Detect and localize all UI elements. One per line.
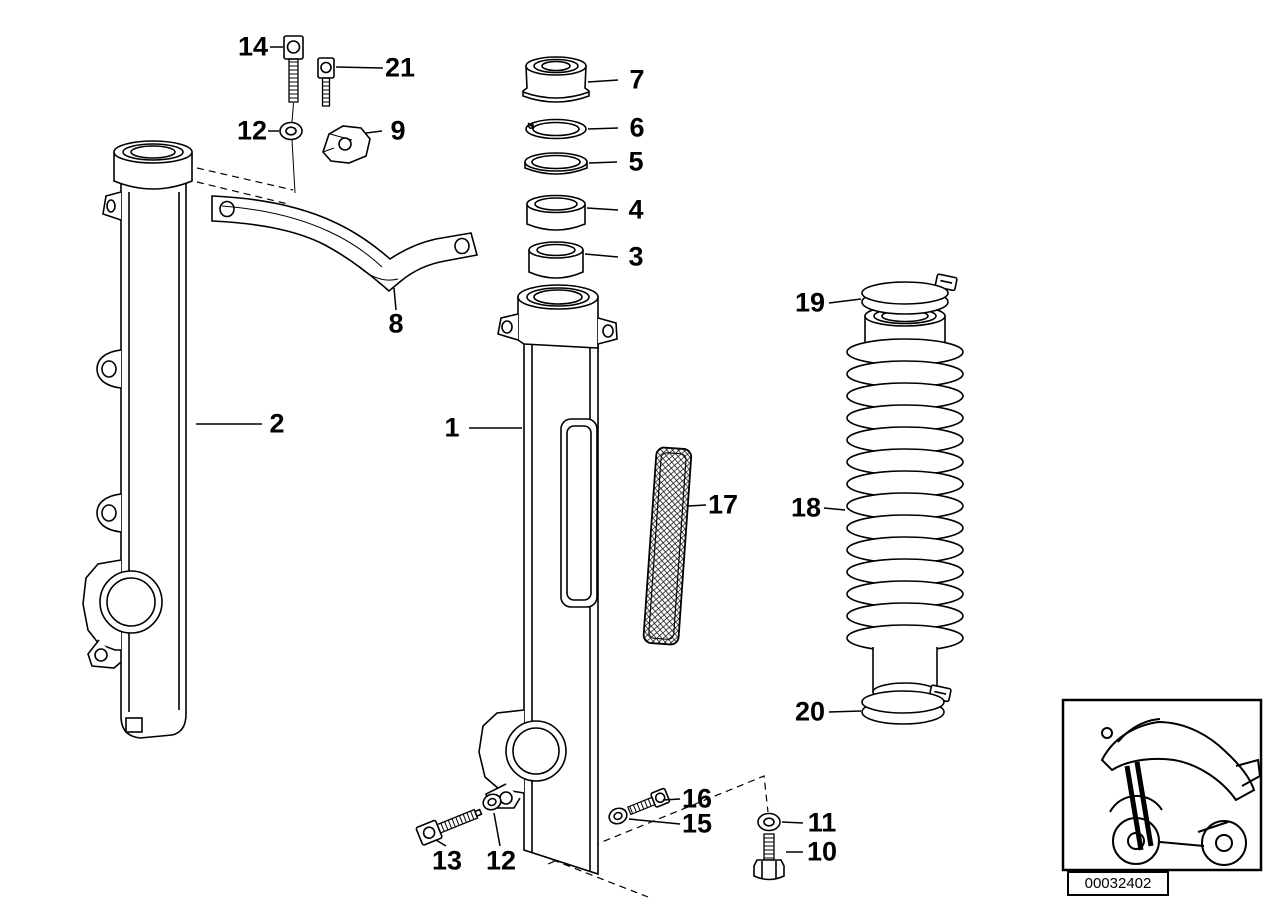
callout-4: 4 (628, 194, 644, 225)
callout-6: 6 (629, 112, 645, 143)
callout-12-top: 12 (236, 115, 268, 146)
part-16-screw (627, 787, 671, 816)
part-5-ring (524, 152, 588, 175)
thumbnail-box (1061, 698, 1263, 872)
part-12-washer-top (279, 102, 303, 194)
part-14-screw (283, 35, 304, 103)
part-20-clamp-bottom (861, 684, 952, 725)
callout-13: 13 (431, 845, 463, 876)
part-15-washer (608, 807, 628, 825)
part-9-retainer-clip (322, 125, 371, 164)
callout-16: 16 (681, 783, 713, 814)
doc-code: 00032402 (1084, 875, 1152, 892)
part-7-upper-cap (522, 56, 590, 103)
part-11-washer (757, 812, 781, 832)
callout-7: 7 (629, 64, 645, 95)
callout-5: 5 (628, 146, 644, 177)
callout-10: 10 (806, 836, 838, 867)
callout-15: 15 (681, 808, 713, 839)
callout-20: 20 (794, 696, 826, 727)
callout-2: 2 (269, 408, 285, 439)
part-18-gaiter (846, 305, 964, 702)
part-2-fork-slider-left (82, 140, 193, 739)
callout-14: 14 (237, 31, 269, 62)
part-8-stabilizer-bracket (211, 195, 479, 293)
callout-17: 17 (707, 489, 739, 520)
part-12-washer-bottom (482, 793, 502, 811)
callout-19: 19 (794, 287, 826, 318)
part-3-bushing (528, 241, 584, 279)
motorcycle-icon (1100, 718, 1262, 866)
doc-code-box: 00032402 (1067, 871, 1169, 896)
callout-1: 1 (444, 412, 460, 443)
part-21-screw (317, 57, 335, 107)
callout-12-bottom: 12 (485, 845, 517, 876)
leader-lines (196, 46, 862, 853)
assembly-dashed-lines (196, 167, 769, 898)
callout-3: 3 (628, 241, 644, 272)
callout-8: 8 (388, 308, 404, 339)
callout-9: 9 (390, 115, 406, 146)
part-4-bushing (526, 194, 586, 231)
part-6-snap-ring (525, 118, 587, 140)
part-10-hex-bolt (753, 833, 785, 881)
callout-18: 18 (790, 492, 822, 523)
part-19-clamp-top (861, 273, 958, 315)
part-1-fork-tube (478, 284, 618, 876)
part-13-screw (415, 808, 483, 846)
callout-11: 11 (807, 807, 837, 838)
part-17-reflector (642, 446, 693, 646)
callout-21: 21 (384, 52, 416, 83)
